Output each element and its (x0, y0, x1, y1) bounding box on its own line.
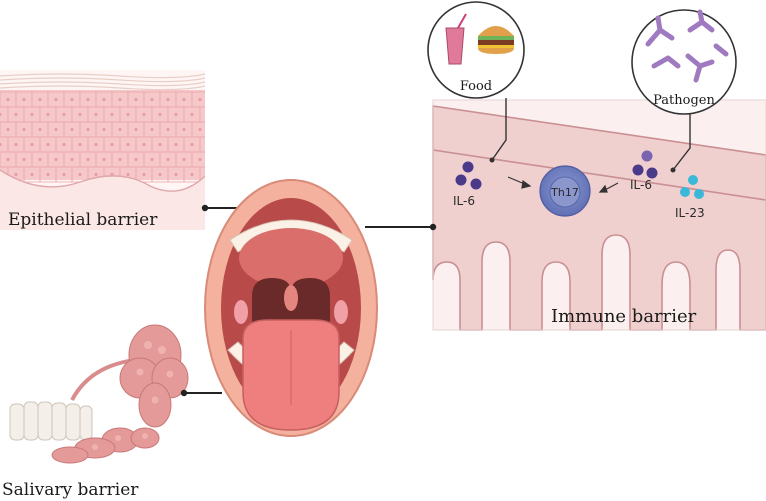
il6-particles-right (632, 150, 658, 179)
mouth-illustration (204, 179, 378, 437)
immune-connector-dot (429, 223, 437, 231)
epithelial-barrier-label: Epithelial barrier (8, 210, 158, 230)
mucosa-illustration (432, 99, 766, 331)
salivary-gland-illustration (9, 324, 189, 464)
food-label: Food (460, 79, 492, 94)
il23-particles (680, 175, 704, 199)
epithelium-illustration (0, 70, 205, 230)
epithelial-connector-dot (201, 204, 209, 212)
il6-left-label: IL-6 (453, 194, 475, 208)
pathogen-pointer (672, 114, 691, 171)
pathogen-callout: Pathogen (631, 9, 737, 115)
pathogen-pointer-dot (670, 167, 676, 173)
il6-right-label: IL-6 (630, 178, 652, 192)
burger-icon (478, 26, 514, 54)
salivary-barrier-label: Salivary barrier (2, 480, 139, 500)
pathogen-label: Pathogen (653, 93, 715, 108)
food-pointer (491, 98, 507, 161)
food-callout: Food (427, 1, 525, 99)
drink-icon (445, 13, 467, 65)
th17-label: Th17 (550, 186, 579, 199)
salivary-connector-dot (180, 389, 188, 397)
food-pointer-dot (489, 157, 495, 163)
th17-cell: Th17 (539, 165, 591, 217)
il6-particles-left (455, 161, 482, 190)
il23-label: IL-23 (675, 206, 705, 220)
immune-barrier-label: Immune barrier (551, 306, 697, 327)
bacteria-icon (645, 9, 729, 83)
